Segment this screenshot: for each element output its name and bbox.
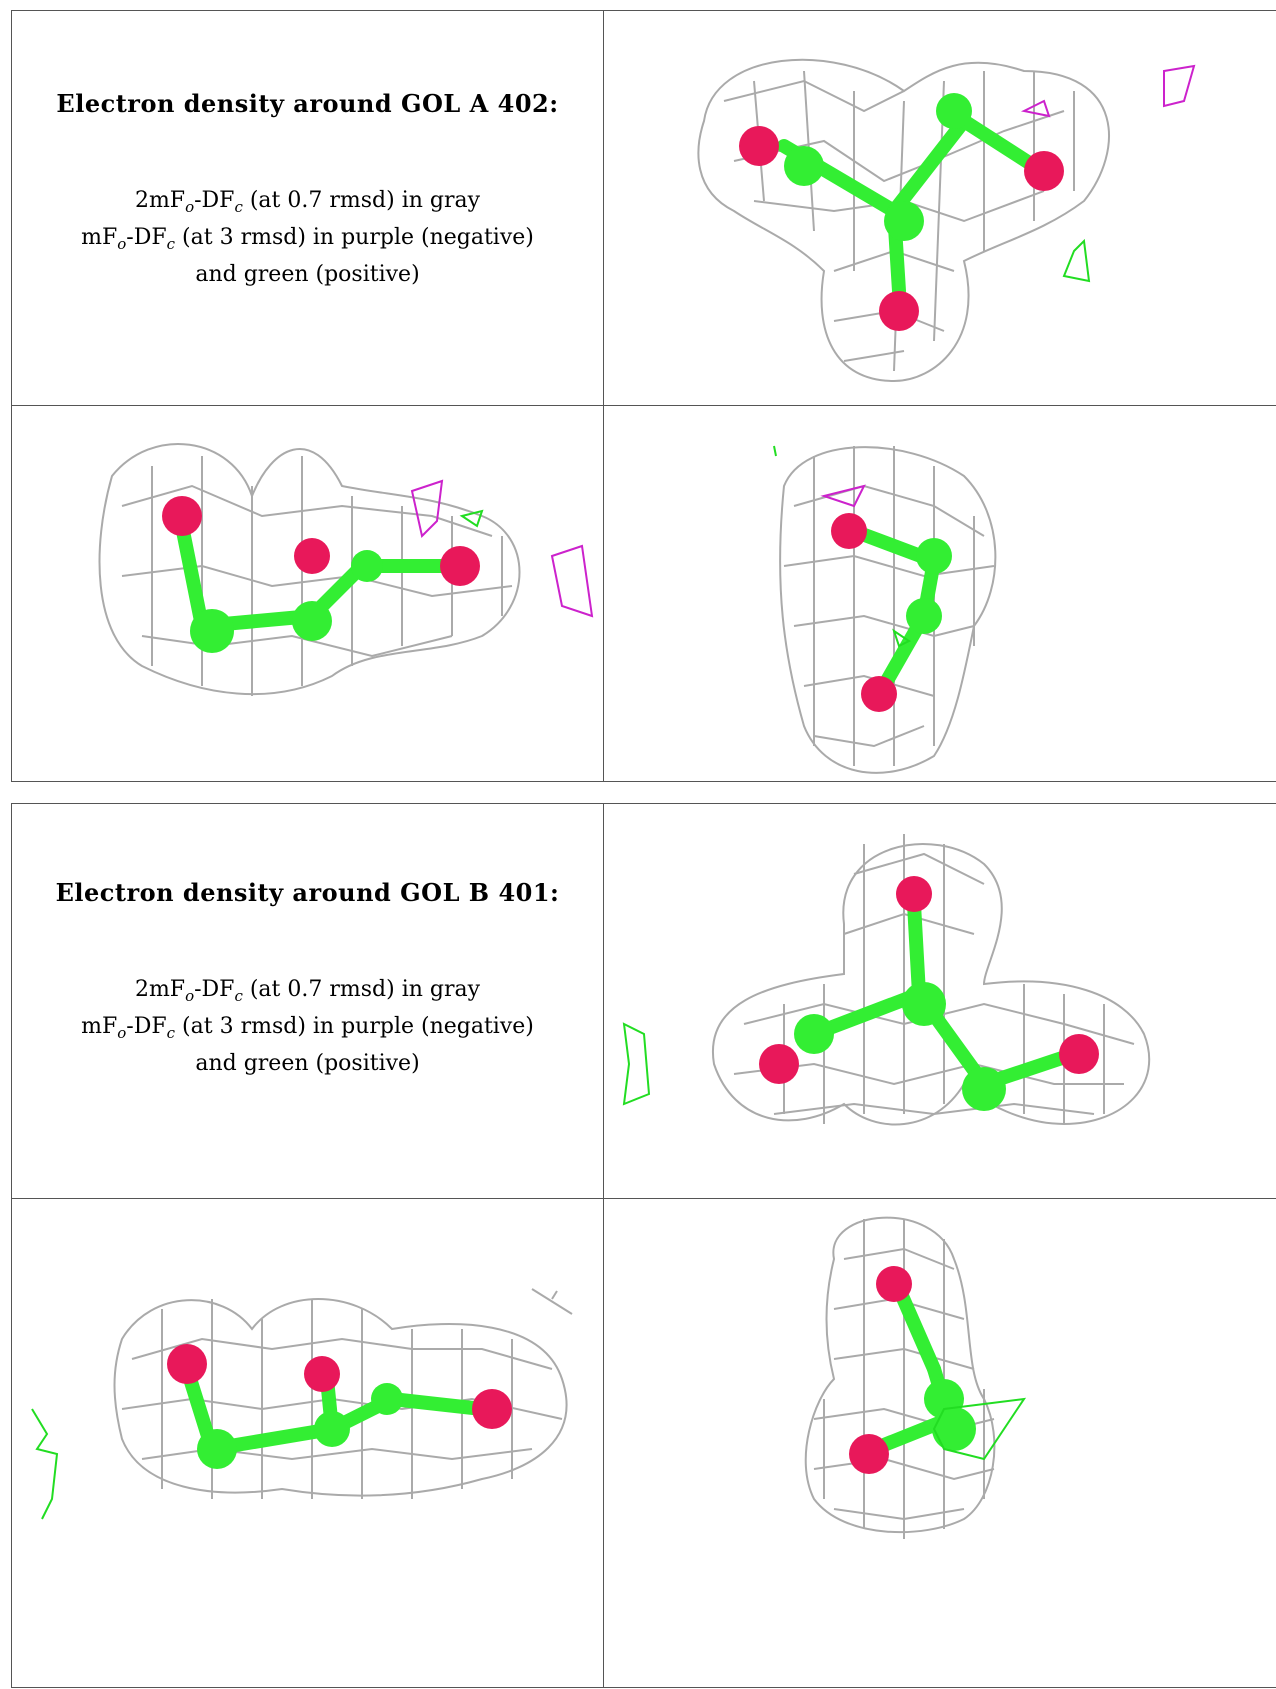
column-divider [603, 11, 604, 781]
negative-density-blob [1020, 64, 1196, 118]
map-color-line: and green (positive) [195, 262, 420, 287]
caption: Electron density around GOL B 401: 2mFo-… [12, 878, 603, 1082]
map-fo-fc-line: mFo-DFc (at 3 rmsd) in purple (negative) [81, 1014, 534, 1042]
density-view-bottom-right [604, 406, 1276, 782]
glycerol-density-image [804, 1216, 1027, 1539]
glycerol-density-image [31, 1288, 573, 1520]
oxygen-atoms [739, 126, 1064, 331]
positive-density-blob [1062, 238, 1091, 283]
glycerol-density-image [622, 834, 1151, 1126]
row-divider [12, 405, 1276, 406]
stray-mesh-fragment [531, 1288, 573, 1315]
oxygen-atoms [759, 876, 1099, 1084]
density-mesh [779, 446, 997, 774]
carbon-atoms [906, 538, 952, 634]
map-color-line: and green (positive) [195, 1051, 420, 1076]
row-divider [12, 1198, 1276, 1199]
glycerol-density-image [697, 58, 1196, 383]
caption-title: Electron density around GOL B 401: [55, 878, 560, 907]
positive-density-blob [459, 509, 484, 528]
positive-density-blob [31, 1408, 59, 1520]
map-2fo-fc-line: 2mFo-DFc (at 0.7 rmsd) in gray [134, 977, 481, 1005]
positive-density-blob [622, 1022, 651, 1106]
caption: Electron density around GOL A 402: 2mFo-… [12, 89, 603, 293]
glycerol-density-image [773, 445, 997, 774]
oxygen-atoms [167, 1344, 512, 1429]
carbon-atoms [924, 1379, 976, 1451]
carbon-atoms [197, 1383, 403, 1469]
carbon-atoms [190, 550, 383, 653]
map-fo-fc-line: mFo-DFc (at 3 rmsd) in purple (negative) [81, 225, 534, 253]
caption-title: Electron density around GOL A 402: [56, 89, 559, 118]
density-view-bottom-left [12, 1199, 603, 1689]
oxygen-atoms [831, 513, 897, 712]
negative-density-blob [820, 484, 866, 508]
negative-density-blob [410, 479, 594, 618]
carbon-atoms [784, 93, 972, 241]
figure-panel-gol-a-402: Electron density around GOL A 402: 2mFo-… [11, 10, 1276, 782]
density-view-bottom-right [604, 1199, 1276, 1689]
caption-cell: Electron density around GOL B 401: 2mFo-… [12, 804, 603, 1198]
density-mesh [804, 1216, 996, 1539]
oxygen-atoms [849, 1266, 912, 1474]
map-2fo-fc-line: 2mFo-DFc (at 0.7 rmsd) in gray [134, 188, 481, 216]
column-divider [603, 804, 604, 1687]
figure-panel-gol-b-401: Electron density around GOL B 401: 2mFo-… [11, 803, 1276, 1688]
carbon-atoms [794, 982, 1006, 1111]
positive-density-blob [773, 445, 911, 648]
glycerol-density-image [98, 443, 594, 696]
caption-cell: Electron density around GOL A 402: 2mFo-… [12, 11, 603, 405]
positive-density-blob [932, 1397, 1027, 1461]
density-view-bottom-left [12, 406, 603, 782]
density-view-top-right [604, 804, 1276, 1198]
oxygen-atoms [162, 496, 480, 586]
density-view-top-right [604, 11, 1276, 405]
